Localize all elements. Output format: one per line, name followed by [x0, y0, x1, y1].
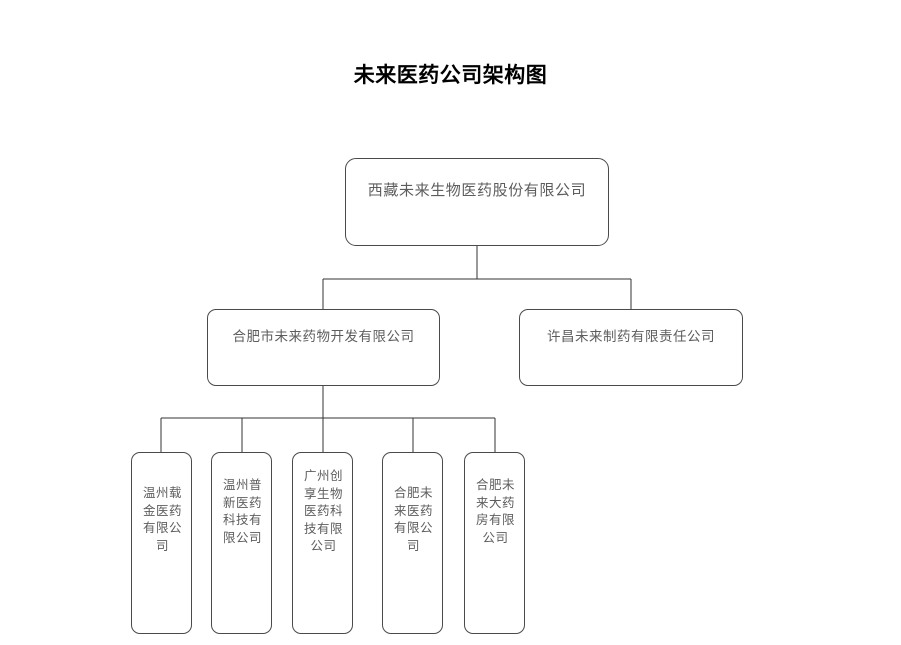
node-wenzhou-zaijin[interactable]: 温州载金医药有限公司: [131, 452, 192, 634]
node-wenzhou-zaijin-label: 温州载金医药有限公司: [142, 486, 182, 553]
node-hefei-weilai[interactable]: 合肥未来医药有限公司: [382, 452, 443, 634]
node-wenzhou-puxin-label: 温州普新医药科技有限公司: [222, 478, 262, 545]
node-root[interactable]: [345, 158, 609, 246]
page-title: 未来医药公司架构图: [353, 64, 548, 87]
node-hefei-dayaofang[interactable]: 合肥未来大药房有限公司: [464, 452, 525, 634]
node-hefei-weilai-label: 合肥未来医药有限公司: [393, 486, 433, 553]
node-wenzhou-puxin[interactable]: 温州普新医药科技有限公司: [211, 452, 272, 634]
node-xuchang-label: 许昌未来制药有限责任公司: [547, 329, 715, 344]
node-guangzhou-chuangxiang[interactable]: 广州创享生物医药科技有限公司: [292, 452, 353, 634]
node-hefei-dev-label: 合肥市未来药物开发有限公司: [232, 329, 415, 344]
node-hefei-dev[interactable]: [207, 309, 440, 386]
node-xuchang[interactable]: [519, 309, 743, 386]
node-guangzhou-chuangxiang-label: 广州创享生物医药科技有限公司: [303, 469, 343, 553]
node-root-label: 西藏未来生物医药股份有限公司: [367, 183, 587, 199]
node-hefei-dayaofang-label: 合肥未来大药房有限公司: [475, 478, 515, 545]
